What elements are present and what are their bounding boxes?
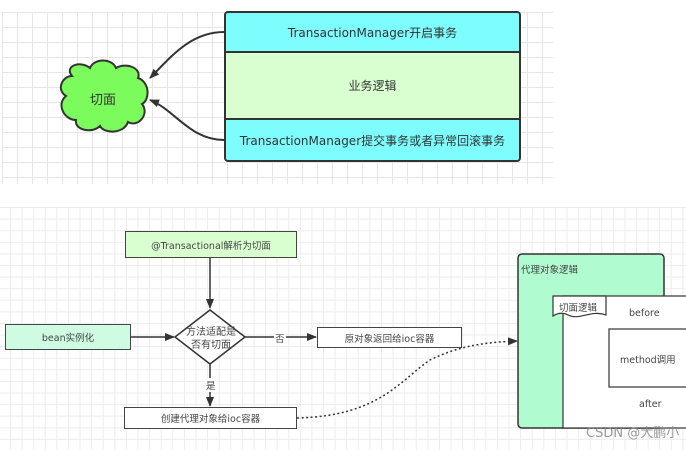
aspect-cloud-shape[interactable] xyxy=(59,59,149,133)
aspect-note-label: 切面逻辑 xyxy=(559,303,598,314)
decision-label-line2: 否有切面 xyxy=(191,340,231,351)
edge-label-no: 否 xyxy=(274,331,286,345)
edge-create-proxy-to-proxy-logic xyxy=(296,337,518,419)
node-bean-instantiation[interactable]: bean实例化 xyxy=(5,324,131,350)
decision-diamond[interactable] xyxy=(173,309,247,365)
decision-label-line1: 方法适配是 xyxy=(186,327,236,338)
aspect-cloud-label: 切面 xyxy=(89,92,116,108)
arrow-commit-to-aspect xyxy=(149,99,225,141)
edge-label-yes: 是 xyxy=(205,378,217,392)
proxy-container-title: 代理对象逻辑 xyxy=(521,265,579,276)
after-label: after xyxy=(639,399,662,410)
arrow-begin-to-aspect xyxy=(149,31,225,79)
before-label: before xyxy=(629,308,660,319)
stack-row-business-logic[interactable]: 业务逻辑 xyxy=(224,51,521,120)
node-transactional-parse[interactable]: @Transactional解析为切面 xyxy=(125,231,297,258)
method-call-box[interactable] xyxy=(608,328,686,388)
stack-row-begin-transaction[interactable]: TransactionManager开启事务 xyxy=(224,11,521,53)
stack-row-commit-rollback[interactable]: TransactionManager提交事务或者异常回滚事务 xyxy=(224,118,521,162)
csdn-watermark: CSDN @大鹏小 xyxy=(586,426,680,441)
node-create-proxy-object[interactable]: 创建代理对象给ioc容器 xyxy=(124,407,297,429)
node-original-object-returned[interactable]: 原对象返回给ioc容器 xyxy=(317,327,462,348)
method-call-label: method调用 xyxy=(620,355,676,366)
aspect-note-shape xyxy=(552,295,607,318)
